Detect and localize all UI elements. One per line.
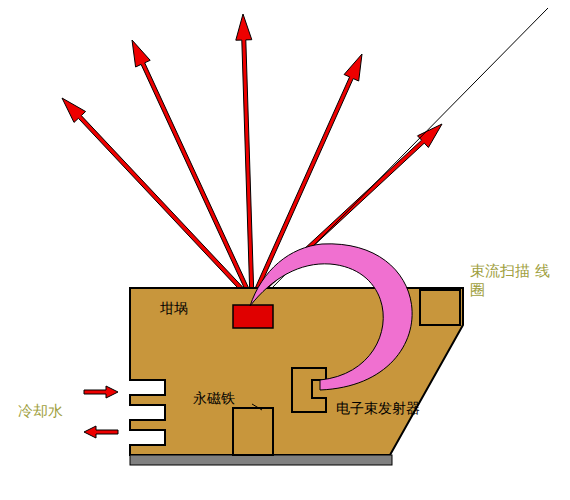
electron-beam	[250, 244, 412, 390]
scan-coil	[420, 290, 460, 325]
base-plate	[130, 455, 392, 465]
arrow	[62, 98, 254, 301]
crucible	[233, 305, 273, 328]
water-arrows	[84, 386, 118, 438]
housing	[130, 288, 463, 455]
arrow	[84, 386, 118, 398]
vapor-arrows	[62, 14, 442, 302]
arrow	[132, 40, 254, 301]
water-label: 冷却水	[18, 402, 63, 421]
magnet-label: 永磁铁	[193, 390, 235, 408]
arrow	[236, 14, 254, 300]
leader-line	[252, 404, 262, 410]
gun-label: 电子束发射器	[336, 400, 420, 418]
crucible-label: 坩埚	[160, 300, 188, 318]
arrow	[84, 426, 118, 438]
permanent-magnet	[233, 408, 273, 455]
coil-label: 束流扫描 线圈	[470, 262, 550, 300]
